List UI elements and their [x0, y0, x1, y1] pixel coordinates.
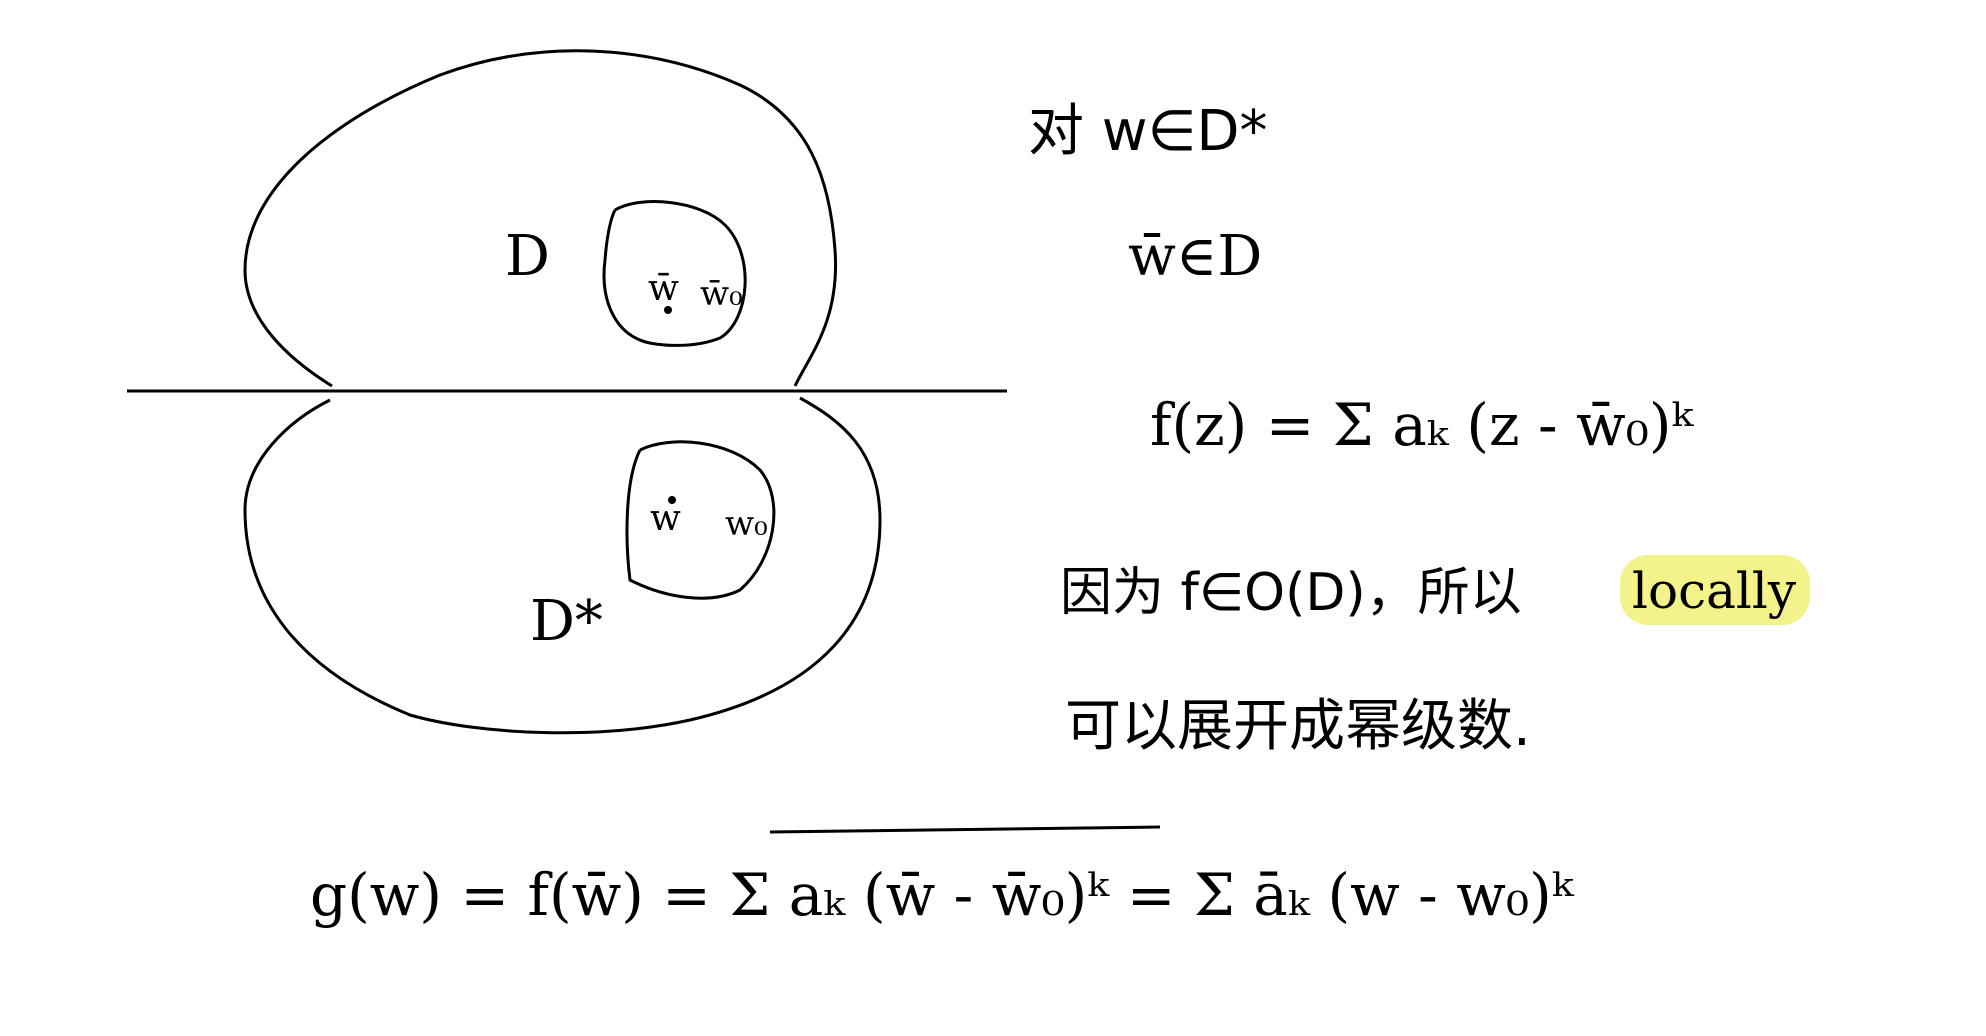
bottom-equation: g(w) = f(w̄) = Σ aₖ (w̄ - w̄₀)ᵏ = Σ āₖ (…: [310, 861, 1575, 929]
note-line-3: f(z) = Σ aₖ (z - w̄₀)ᵏ: [1150, 391, 1695, 459]
highlight-locally: [1620, 555, 1810, 625]
point-bar-w: [664, 306, 672, 314]
label-bar-w: w̄: [648, 268, 679, 309]
upper-small-disk: [602, 200, 747, 347]
point-w: [668, 496, 676, 504]
note-line-4-highlight: locally: [1632, 562, 1797, 620]
lower-small-disk: [625, 440, 776, 600]
note-line-2: w̄∈D: [1128, 224, 1262, 289]
note-line-1: 对 w∈D*: [1028, 99, 1268, 164]
label-D: D: [505, 224, 550, 289]
note-line-5: 可以展开成幂级数.: [1065, 694, 1531, 759]
label-w0: w₀: [725, 504, 768, 544]
note-line-4-prefix: 因为 f∈O(D)，所以: [1060, 563, 1522, 623]
label-bar-w0: w̄₀: [700, 274, 743, 314]
label-Dstar: D*: [530, 589, 603, 654]
region-D-outline: [243, 49, 838, 388]
region-Dstar-outline: [243, 396, 882, 735]
label-w: w: [650, 498, 681, 539]
equation-overline: [769, 825, 1161, 834]
